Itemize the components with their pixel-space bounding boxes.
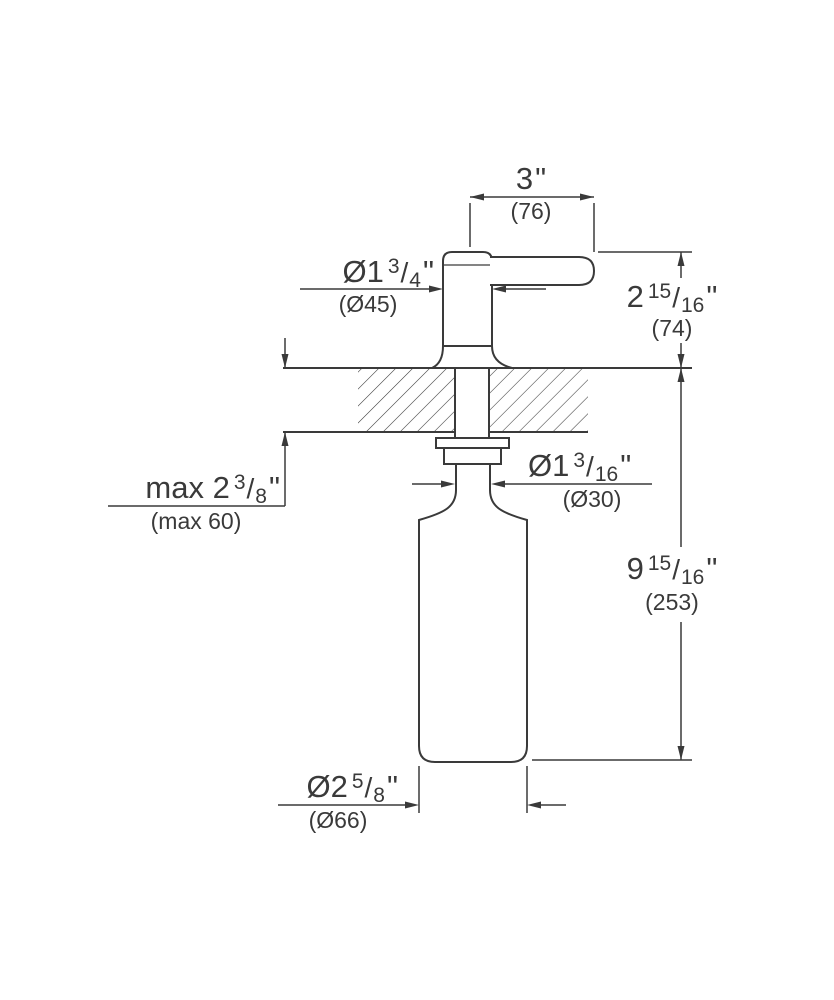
- fraction-slash: /: [672, 282, 680, 313]
- dimension-whole: max 2: [145, 470, 230, 505]
- pump-head: [442, 251, 493, 347]
- fraction-numerator: 5: [351, 770, 364, 793]
- locknut: [443, 447, 502, 465]
- arrowhead-left: [492, 285, 506, 293]
- escutcheon: [431, 345, 513, 369]
- fraction-slash: /: [364, 772, 373, 803]
- dim-head-diameter-metric: (Ø45): [338, 291, 398, 317]
- dimension-whole: Ø1: [342, 254, 384, 289]
- fraction-denominator: 16: [681, 294, 705, 317]
- fraction-denominator: 16: [594, 463, 619, 486]
- fraction-numerator: 3: [233, 471, 246, 494]
- inch-mark: ": [422, 254, 434, 289]
- dim-bottle-diameter: [278, 766, 566, 813]
- dim-height-above-deck-metric: (74): [651, 315, 693, 341]
- arrowhead-down: [677, 354, 685, 368]
- inch-mark: ": [620, 448, 632, 483]
- arrowhead-right: [405, 801, 419, 809]
- arrowhead-down: [677, 746, 685, 760]
- fraction-denominator: 16: [681, 566, 705, 589]
- arrowhead-left: [491, 480, 505, 488]
- inch-mark: ": [535, 161, 547, 196]
- dim-spout-reach-metric: (76): [510, 198, 552, 224]
- fraction-numerator: 15: [647, 552, 672, 575]
- soap-dispenser: [418, 251, 596, 763]
- inch-mark: ": [706, 279, 718, 314]
- dim-spout-reach-imperial: 3": [481, 163, 581, 194]
- arrowhead-down: [281, 354, 289, 368]
- arrowhead-up: [677, 252, 685, 266]
- dim-neck-diameter: [412, 480, 652, 488]
- fraction-denominator: 8: [255, 485, 267, 508]
- dim-height-above-deck: [598, 251, 692, 368]
- arrowhead-right: [429, 285, 443, 293]
- arrowhead-right: [441, 480, 455, 488]
- dimension-whole: 2: [626, 279, 644, 314]
- arrowhead-left: [527, 801, 541, 809]
- dimension-whole: 9: [626, 551, 644, 586]
- dimension-whole: 3: [515, 161, 534, 196]
- arrowhead-up: [677, 368, 685, 382]
- fraction-slash: /: [672, 554, 680, 585]
- dim-max-deck-thickness: [108, 338, 289, 507]
- fraction-numerator: 15: [647, 280, 672, 303]
- inch-mark: ": [386, 769, 398, 804]
- dim-max-deck-thickness-metric: (max 60): [150, 508, 242, 534]
- arrowhead-left: [470, 193, 484, 201]
- dim-bottle-diameter-metric: (Ø66): [308, 807, 368, 833]
- dim-height-below-deck: [532, 368, 692, 761]
- inch-mark: ": [706, 551, 718, 586]
- fraction-slash: /: [246, 473, 255, 504]
- fraction-numerator: 3: [387, 255, 400, 278]
- dim-spout-reach: [469, 193, 595, 252]
- fraction-slash: /: [400, 257, 409, 288]
- pump-spout: [490, 256, 596, 286]
- dim-neck-diameter-metric: (Ø30): [562, 486, 622, 512]
- mounting-shank: [454, 367, 490, 439]
- fraction-denominator: 8: [373, 784, 385, 807]
- dim-height-below-deck-metric: (253): [645, 589, 699, 615]
- bottle: [418, 463, 528, 763]
- inch-mark: ": [268, 470, 280, 505]
- arrowhead-up: [281, 432, 289, 446]
- fraction-numerator: 3: [573, 449, 586, 472]
- dim-head-diameter: [300, 285, 546, 293]
- dimension-whole: Ø2: [306, 769, 348, 804]
- washer: [435, 437, 510, 449]
- fraction-denominator: 4: [409, 269, 421, 292]
- fraction-slash: /: [586, 451, 594, 482]
- arrowhead-right: [580, 193, 594, 201]
- dimension-whole: Ø1: [528, 448, 570, 483]
